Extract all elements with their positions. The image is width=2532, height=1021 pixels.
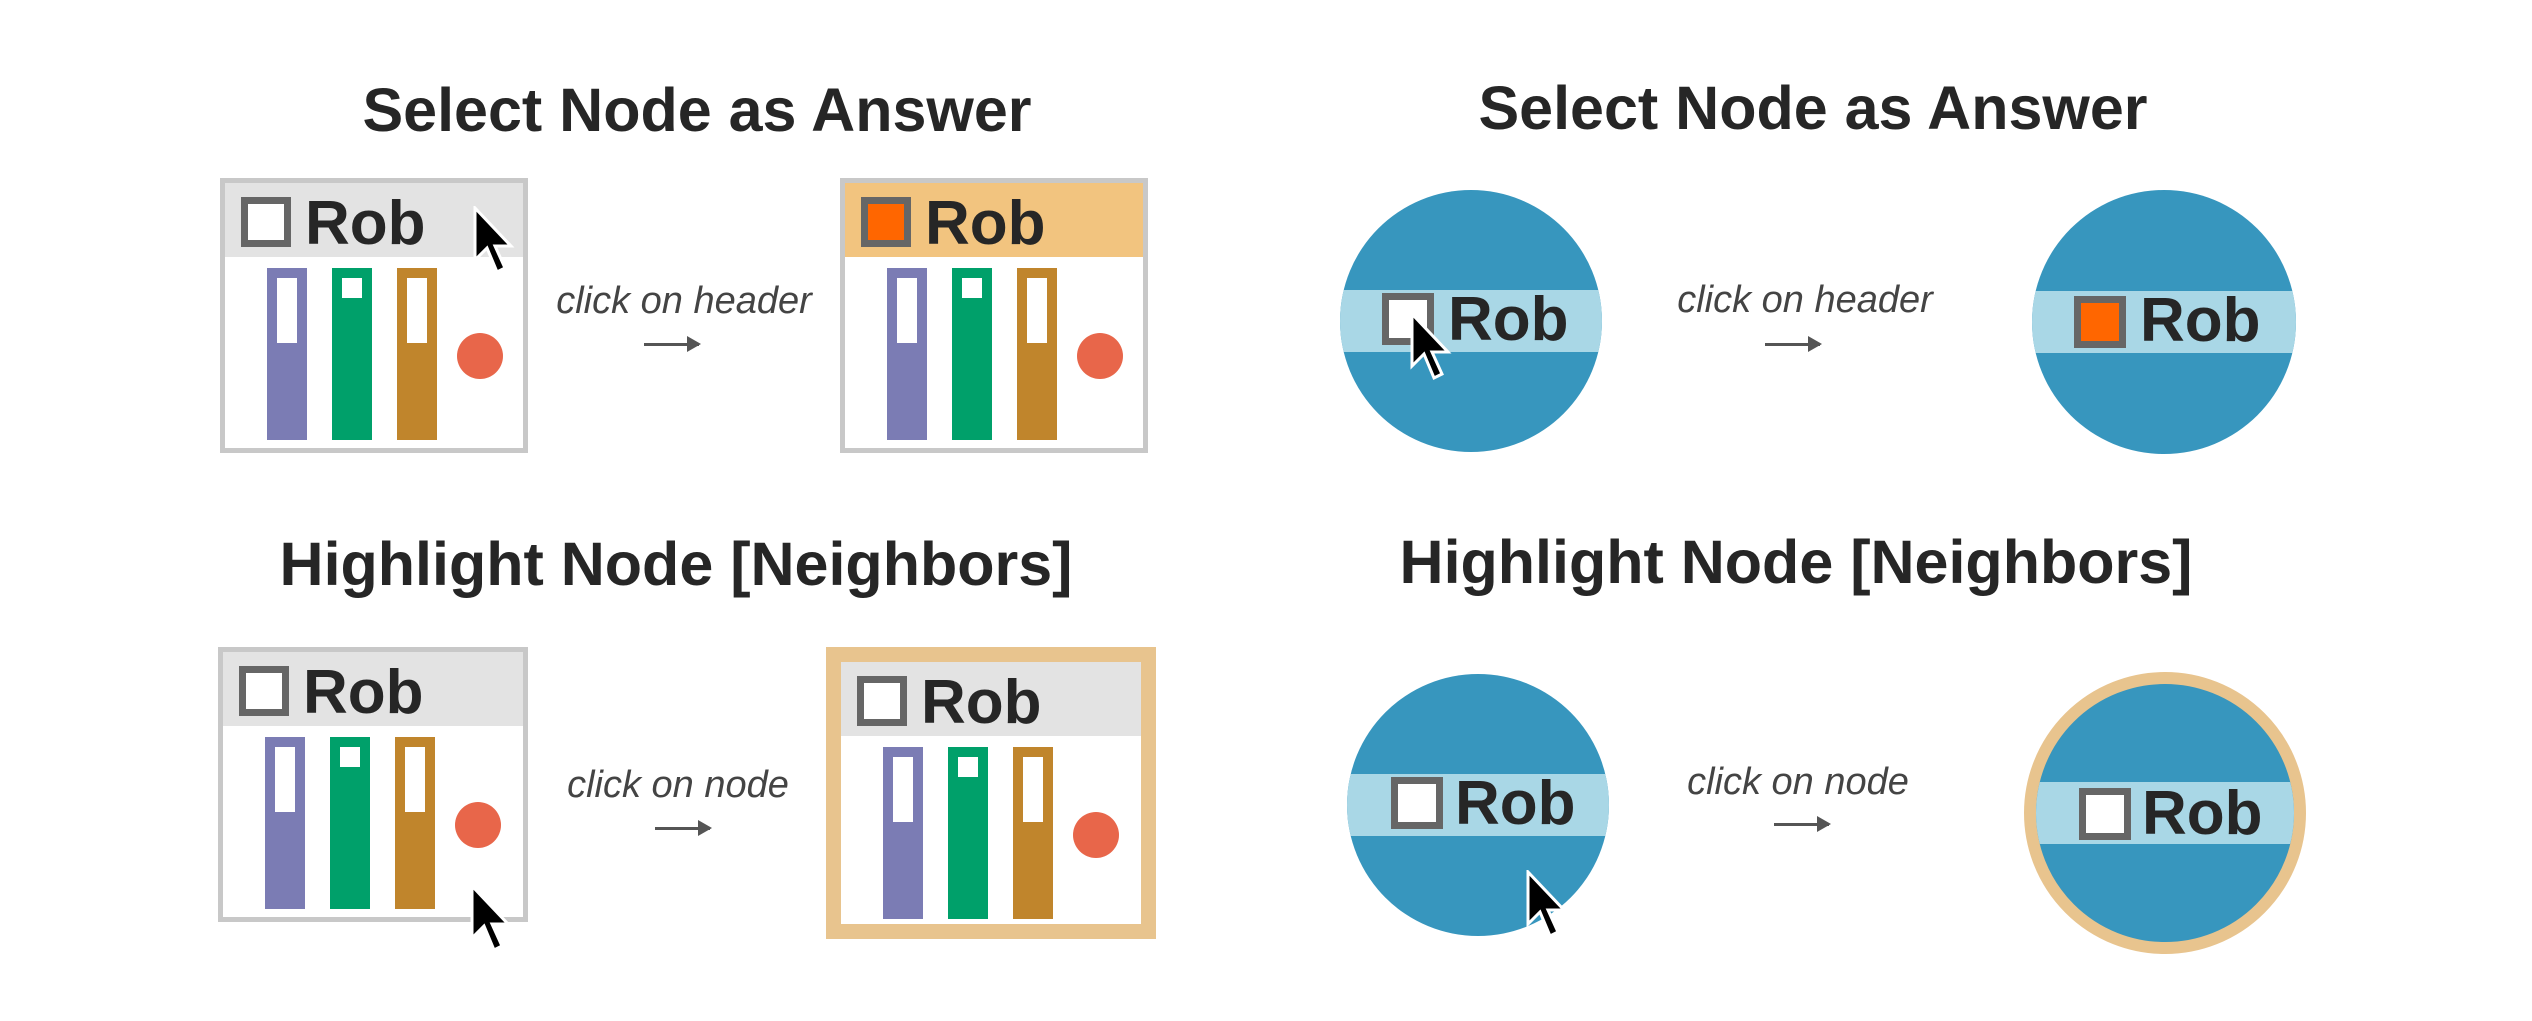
attribute-bar-brown: [397, 268, 437, 440]
attribute-bar-green: [332, 268, 372, 440]
matrix-node-after[interactable]: Rob: [840, 178, 1148, 453]
attribute-dot: [455, 802, 501, 848]
panel-title-select-answer-matrix: Select Node as Answer: [362, 76, 1032, 144]
checkbox-icon[interactable]: [241, 197, 291, 247]
node-label: Rob: [1448, 285, 1569, 354]
attribute-bar-purple: [883, 747, 923, 919]
panel-title-select-answer-circle: Select Node as Answer: [1478, 74, 2148, 142]
attribute-bar-purple: [267, 268, 307, 440]
node-label: Rob: [925, 189, 1046, 258]
mouse-pointer-icon: [1526, 870, 1568, 939]
checkbox-icon[interactable]: [239, 666, 289, 716]
attribute-dot: [1073, 812, 1119, 858]
matrix-node-highlighted[interactable]: Rob: [826, 647, 1156, 939]
checkbox-icon[interactable]: [2079, 788, 2131, 840]
attribute-dot: [457, 333, 503, 379]
right-arrow-icon: [1765, 336, 1822, 352]
right-arrow-icon: [1774, 816, 1831, 832]
action-caption: click on header: [556, 280, 812, 322]
mouse-pointer-icon: [1410, 312, 1452, 381]
checkbox-icon[interactable]: [857, 676, 907, 726]
checkbox-icon[interactable]: [1391, 777, 1443, 829]
checkbox-checked-icon[interactable]: [861, 197, 911, 247]
panel-title-highlight-matrix: Highlight Node [Neighbors]: [279, 530, 1073, 598]
mouse-pointer-icon: [473, 206, 515, 275]
attribute-bar-green: [330, 737, 370, 909]
node-label: Rob: [2142, 779, 2263, 848]
node-label: Rob: [2140, 286, 2261, 355]
panel-title-highlight-circle: Highlight Node [Neighbors]: [1399, 528, 2193, 596]
attribute-bar-purple: [887, 268, 927, 440]
attribute-bar-brown: [395, 737, 435, 909]
action-caption: click on header: [1677, 279, 1933, 321]
right-arrow-icon: [655, 820, 712, 836]
attribute-dot: [1077, 333, 1123, 379]
matrix-node-before[interactable]: Rob: [218, 647, 528, 922]
circle-node-after[interactable]: Rob: [2032, 190, 2296, 454]
node-header-band[interactable]: [1347, 774, 1609, 836]
attribute-bar-green: [952, 268, 992, 440]
attribute-bar-brown: [1013, 747, 1053, 919]
circle-node-before[interactable]: Rob: [1340, 190, 1602, 452]
node-label: Rob: [303, 658, 424, 727]
mouse-pointer-icon: [470, 884, 512, 953]
attribute-bar-green: [948, 747, 988, 919]
action-caption: click on node: [1687, 761, 1909, 803]
circle-node-before[interactable]: Rob: [1347, 674, 1609, 936]
attribute-bar-purple: [265, 737, 305, 909]
circle-node-highlighted[interactable]: Rob: [2024, 672, 2306, 954]
node-label: Rob: [921, 668, 1042, 737]
action-caption: click on node: [567, 764, 789, 806]
attribute-bar-brown: [1017, 268, 1057, 440]
checkbox-checked-icon[interactable]: [2074, 296, 2126, 348]
node-label: Rob: [1455, 769, 1576, 838]
node-label: Rob: [305, 189, 426, 258]
right-arrow-icon: [644, 336, 701, 352]
